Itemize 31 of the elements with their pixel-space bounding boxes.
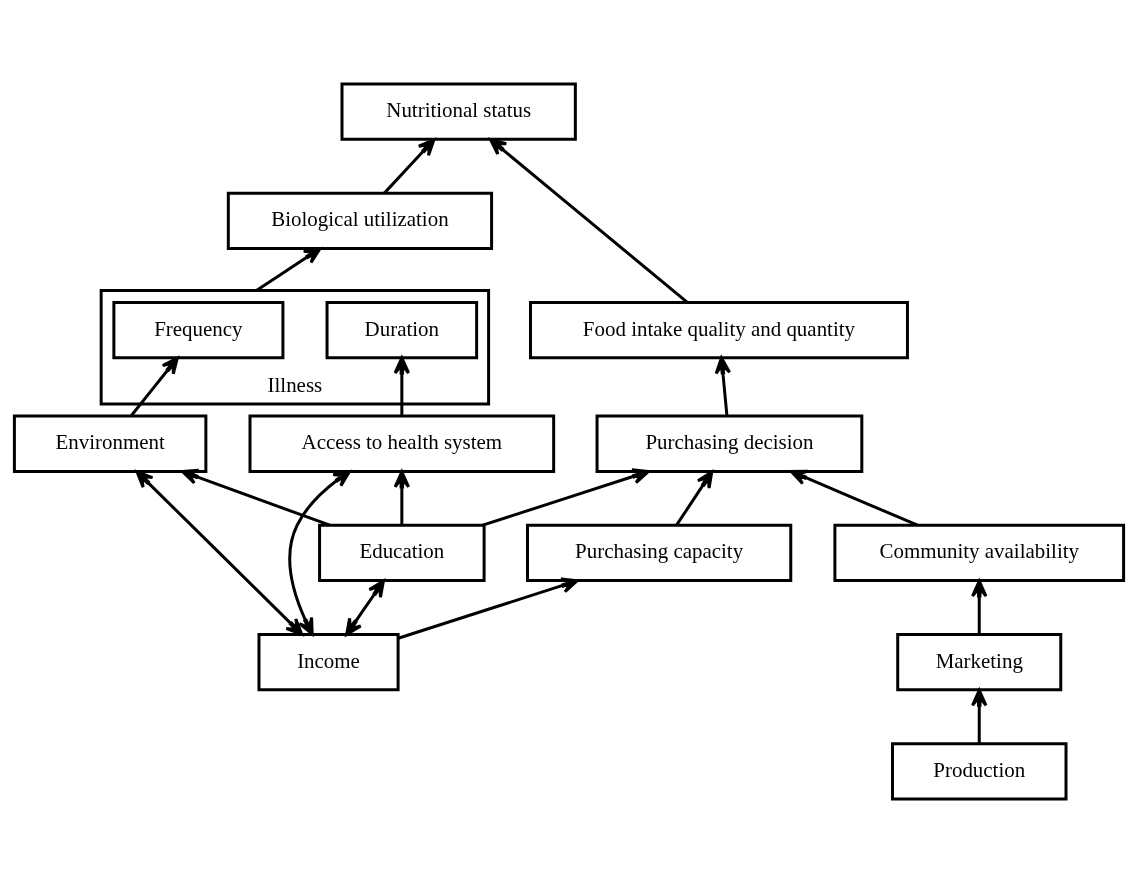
arrow	[255, 246, 322, 292]
node-box: Community availability	[833, 523, 1126, 582]
arrow	[393, 356, 411, 416]
arrow	[789, 469, 919, 527]
arrow	[488, 137, 688, 303]
arrow	[971, 688, 988, 744]
node-box: Purchasing capacity	[526, 523, 793, 582]
arrow	[288, 469, 351, 635]
arrow	[675, 469, 714, 526]
node-box: Production	[891, 741, 1068, 800]
arrow	[383, 137, 436, 194]
node-box: Duration	[325, 300, 479, 359]
arrow	[135, 469, 304, 636]
node-box: Nutritional status	[340, 82, 577, 141]
arrow	[971, 579, 988, 634]
arrow	[129, 356, 179, 417]
node-box: Access to health system	[248, 414, 556, 473]
node-box: Purchasing decision	[595, 414, 864, 473]
node-box: Food intake quality and quantity	[529, 300, 909, 359]
arrow	[345, 579, 385, 636]
node-box: Marketing	[896, 632, 1063, 691]
arrow	[180, 468, 331, 527]
node-box: Biological utilization	[226, 191, 494, 250]
arrow	[397, 576, 579, 640]
node-box: Frequency	[112, 300, 285, 359]
arrow	[482, 467, 650, 527]
node-box: Income	[257, 632, 400, 691]
node-box: Environment	[12, 414, 208, 473]
arrow	[714, 356, 732, 416]
node-box: Education	[318, 523, 486, 582]
arrow	[393, 469, 411, 525]
